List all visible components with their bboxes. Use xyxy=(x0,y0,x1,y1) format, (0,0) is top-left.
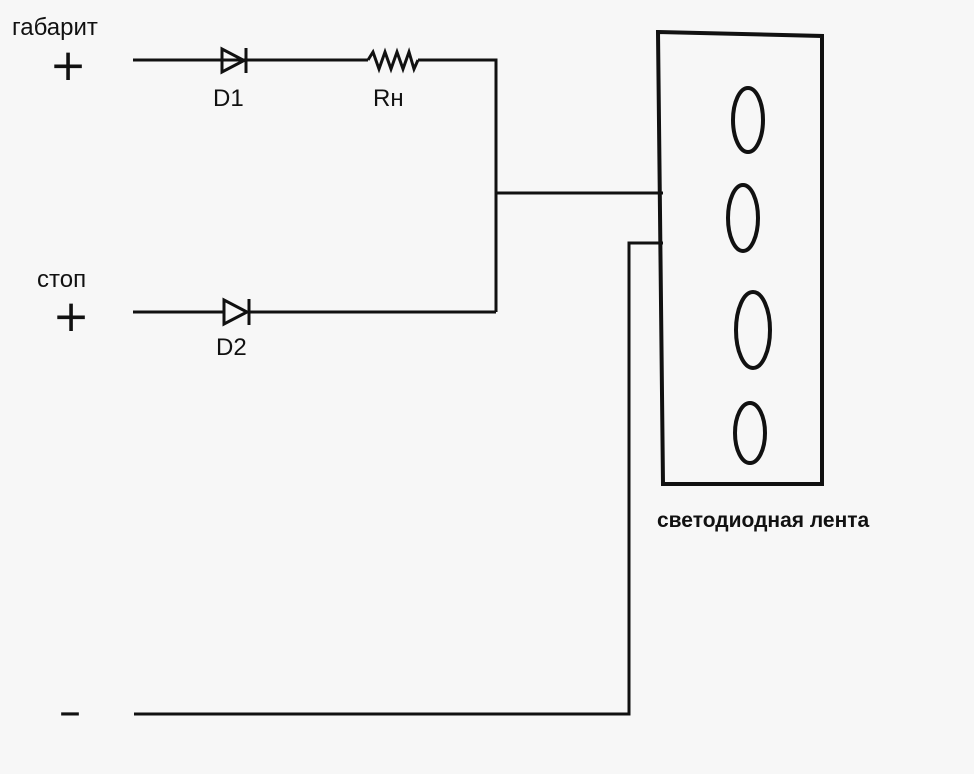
led-2 xyxy=(726,183,760,253)
led-3 xyxy=(734,290,772,370)
resistor-rn xyxy=(366,47,420,74)
led-4 xyxy=(733,401,767,465)
diode-d2 xyxy=(222,297,251,327)
gabarit-plus-terminal: + xyxy=(50,40,87,91)
d1-label: D1 xyxy=(213,85,244,112)
minus-terminal: – xyxy=(59,686,81,737)
d2-label: D2 xyxy=(216,334,247,361)
stop-plus-terminal: + xyxy=(53,291,90,342)
led-strip xyxy=(655,29,824,486)
negative-wire xyxy=(134,241,663,716)
resistor-to-junction-wire xyxy=(418,58,498,312)
stop-label: стоп xyxy=(37,266,86,293)
gabarit-label: габарит xyxy=(12,14,98,41)
led-1 xyxy=(731,86,765,154)
led-strip-label: светодиодная лента xyxy=(657,509,870,532)
rn-label: Rн xyxy=(373,85,404,112)
